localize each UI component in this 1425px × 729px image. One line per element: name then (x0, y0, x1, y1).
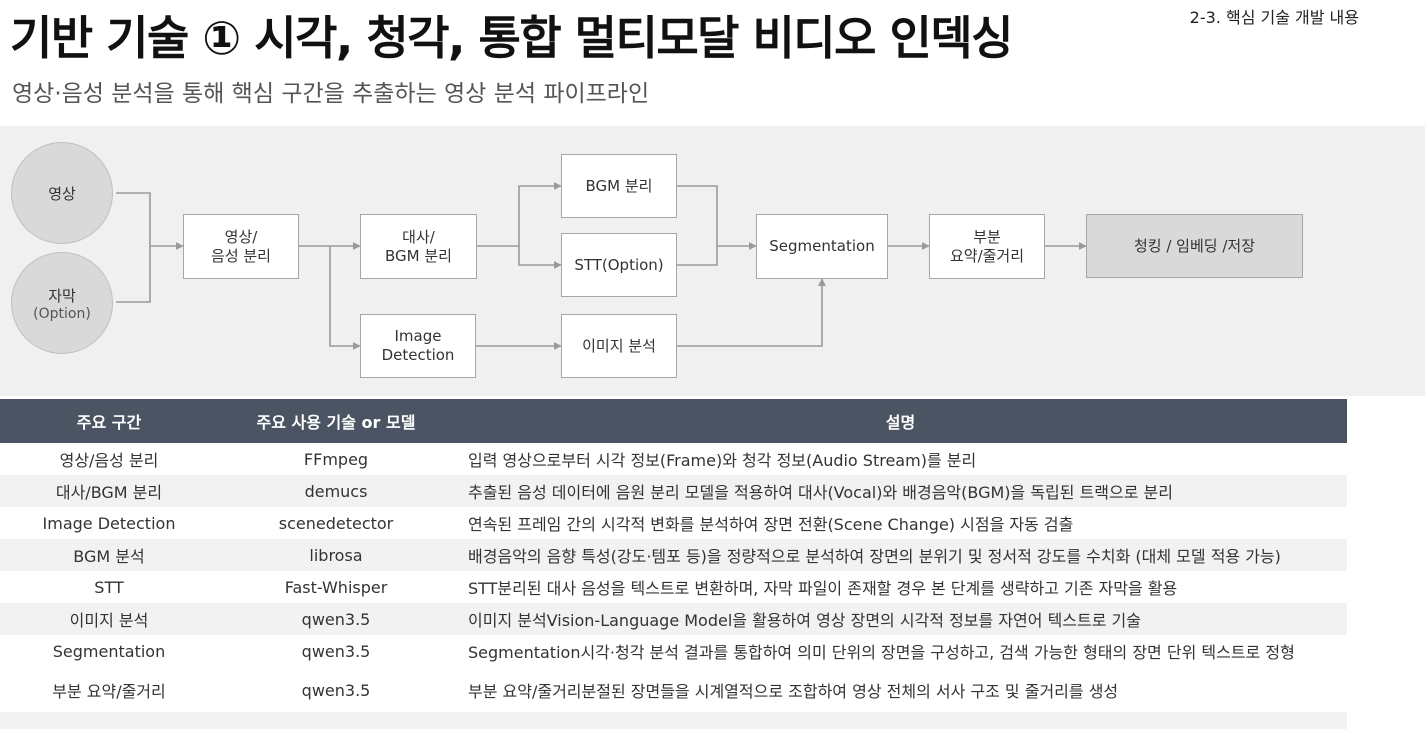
page-subtitle: 영상·음성 분석을 통해 핵심 구간을 추출하는 영상 분석 파이프라인 (12, 81, 650, 107)
cell-technology: librosa (218, 539, 454, 571)
table-row: BGM 분석 librosa 배경음악의 음향 특성(강도·템포 등)을 정량적… (0, 539, 1347, 571)
node-bgm-analysis: BGM 분리 (561, 154, 677, 218)
node-image-analysis: 이미지 분석 (561, 314, 677, 378)
header-description: 설명 (454, 399, 1347, 443)
cell-stage: Segmentation (52, 641, 166, 661)
node-image-detection: Image Detection (360, 314, 476, 378)
cell-description: 입력 영상으로부터 시각 정보(Frame)와 청각 정보(Audio Stre… (468, 451, 977, 470)
header-technology: 주요 사용 기술 or 모델 (218, 399, 454, 443)
table-row: STT Fast-Whisper STT분리된 대사 음성을 텍스트로 변환하며… (0, 571, 1347, 603)
node-dialog-bgm-split: 대사/ BGM 분리 (360, 214, 477, 279)
cell-stage: BGM 분석 (0, 539, 218, 571)
cell-description: 연속된 프레임 간의 시각적 변화를 분석하여 장면 전환(Scene Chan… (468, 515, 1074, 534)
cell-stage: Image Detection (42, 513, 176, 533)
cell-description: STT분리된 대사 음성을 텍스트로 변환하며, 자막 파일이 존재할 경우 본… (468, 579, 1178, 598)
cell-description: 추출된 음성 데이터에 음원 분리 모델을 적용하여 대사(Vocal)와 배경… (454, 475, 1347, 507)
page-title: 기반 기술 ① 시각, 청각, 통합 멀티모달 비디오 인덱싱 (10, 11, 1013, 65)
cell-stage: 이미지 분석 (0, 603, 218, 635)
cell-technology: Fast-Whisper (284, 577, 388, 597)
cell-description: Segmentation시각·청각 분석 결과를 통합하여 의미 단위의 장면을… (468, 643, 1295, 662)
node-output-chunk-embed-store: 청킹 / 임베딩 /저장 (1086, 214, 1303, 278)
input-subtitle-label: 자막 (48, 286, 76, 305)
cell-technology: qwen3.5 (301, 680, 371, 700)
cell-stage: 부분 요약/줄거리 (52, 682, 166, 701)
table-row: 영상/음성 분리 FFmpeg 입력 영상으로부터 시각 정보(Frame)와 … (0, 443, 1347, 475)
table-row: Segmentation qwen3.5 Segmentation시각·청각 분… (0, 635, 1347, 667)
node-av-split: 영상/ 음성 분리 (183, 214, 299, 279)
section-label: 2-3. 핵심 기술 개발 내용 (1189, 8, 1359, 27)
table-bottom-band (0, 712, 1347, 729)
table-header-row: 주요 구간 주요 사용 기술 or 모델 설명 (0, 399, 1347, 443)
cell-technology: qwen3.5 (218, 603, 454, 635)
cell-description: 이미지 분석Vision-Language Model을 활용하여 영상 장면의… (454, 603, 1347, 635)
input-subtitle-option: (Option) (33, 305, 91, 322)
cell-stage: 대사/BGM 분리 (0, 475, 218, 507)
cell-description: 배경음악의 음향 특성(강도·템포 등)을 정량적으로 분석하여 장면의 분위기… (454, 539, 1347, 571)
input-subtitle-node: 자막 (Option) (11, 252, 113, 354)
table-row: 부분 요약/줄거리 qwen3.5 부분 요약/줄거리분절된 장면들을 시계열적… (0, 667, 1347, 713)
node-summary: 부분 요약/줄거리 (929, 214, 1045, 279)
cell-technology: FFmpeg (303, 449, 369, 469)
table-row: 이미지 분석 qwen3.5 이미지 분석Vision-Language Mod… (0, 603, 1347, 635)
table-row: Image Detection scenedetector 연속된 프레임 간의… (0, 507, 1347, 539)
node-stt: STT(Option) (561, 233, 677, 297)
cell-description: 부분 요약/줄거리분절된 장면들을 시계열적으로 조합하여 영상 전체의 서사 … (468, 682, 1119, 701)
table-row: 대사/BGM 분리 demucs 추출된 음성 데이터에 음원 분리 모델을 적… (0, 475, 1347, 507)
cell-technology: qwen3.5 (301, 641, 371, 661)
node-segmentation: Segmentation (756, 214, 888, 279)
cell-technology: demucs (218, 475, 454, 507)
cell-stage: STT (94, 577, 124, 597)
cell-technology: scenedetector (278, 513, 394, 533)
pipeline-stage-table: 주요 구간 주요 사용 기술 or 모델 설명 영상/음성 분리 FFmpeg … (0, 399, 1347, 713)
header-stage: 주요 구간 (0, 399, 218, 443)
input-video-node: 영상 (11, 142, 113, 244)
cell-stage: 영상/음성 분리 (59, 451, 159, 470)
input-video-label: 영상 (48, 184, 76, 203)
